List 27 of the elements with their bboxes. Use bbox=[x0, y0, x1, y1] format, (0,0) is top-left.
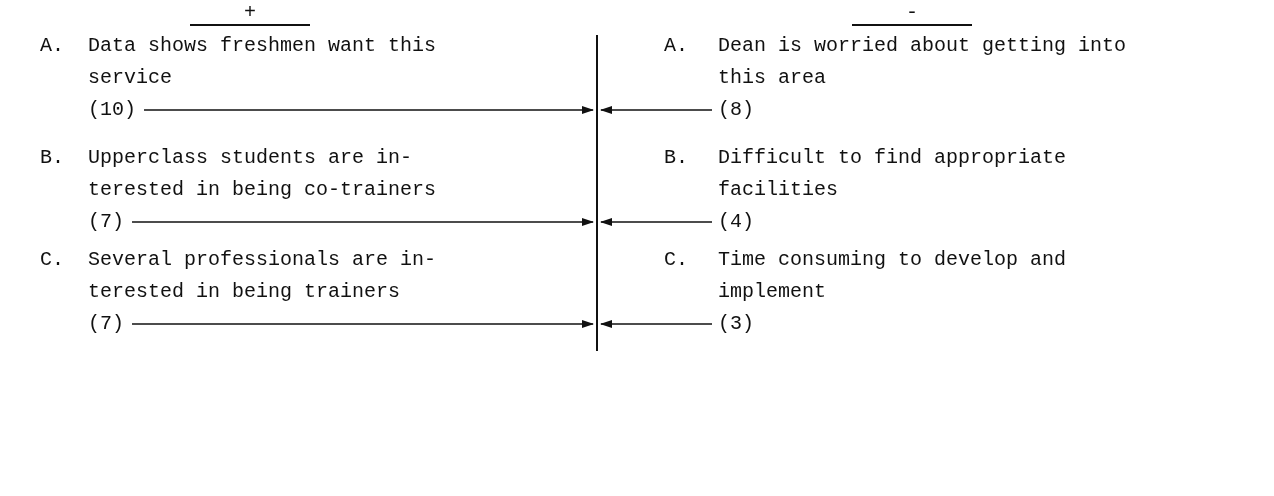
item-letter: A. bbox=[664, 33, 689, 59]
arrow bbox=[143, 106, 594, 114]
force-weight: (10) bbox=[88, 94, 136, 126]
arrow bbox=[600, 320, 713, 328]
factor-text: Several professionals are in-terested in being trainers bbox=[88, 247, 438, 305]
arrow bbox=[600, 218, 713, 226]
force-weight: (7) bbox=[88, 206, 124, 238]
factor-text: Data shows freshmen want this service bbox=[88, 33, 438, 91]
factor-text: Upperclass students are in-terested in being co-trainers bbox=[88, 145, 438, 203]
item-letter: C. bbox=[664, 247, 689, 273]
column-heading: + bbox=[190, 2, 310, 26]
force-weight: (8) bbox=[718, 94, 754, 126]
force-weight: (7) bbox=[88, 308, 124, 340]
item-letter: B. bbox=[40, 145, 65, 171]
column-heading: - bbox=[852, 2, 972, 26]
arrow bbox=[600, 106, 713, 114]
force-weight: (4) bbox=[718, 206, 754, 238]
item-letter: C. bbox=[40, 247, 65, 273]
factor-text: Time consuming to develop and implement bbox=[718, 247, 1068, 305]
item-letter: A. bbox=[40, 33, 65, 59]
arrow bbox=[131, 218, 594, 226]
factor-text: Difficult to find appropriate facilities bbox=[718, 145, 1068, 203]
force-weight: (3) bbox=[718, 308, 754, 340]
item-letter: B. bbox=[664, 145, 689, 171]
center-line bbox=[596, 35, 598, 351]
arrow bbox=[131, 320, 594, 328]
factor-text: Dean is worried about getting into this area bbox=[718, 33, 1128, 91]
